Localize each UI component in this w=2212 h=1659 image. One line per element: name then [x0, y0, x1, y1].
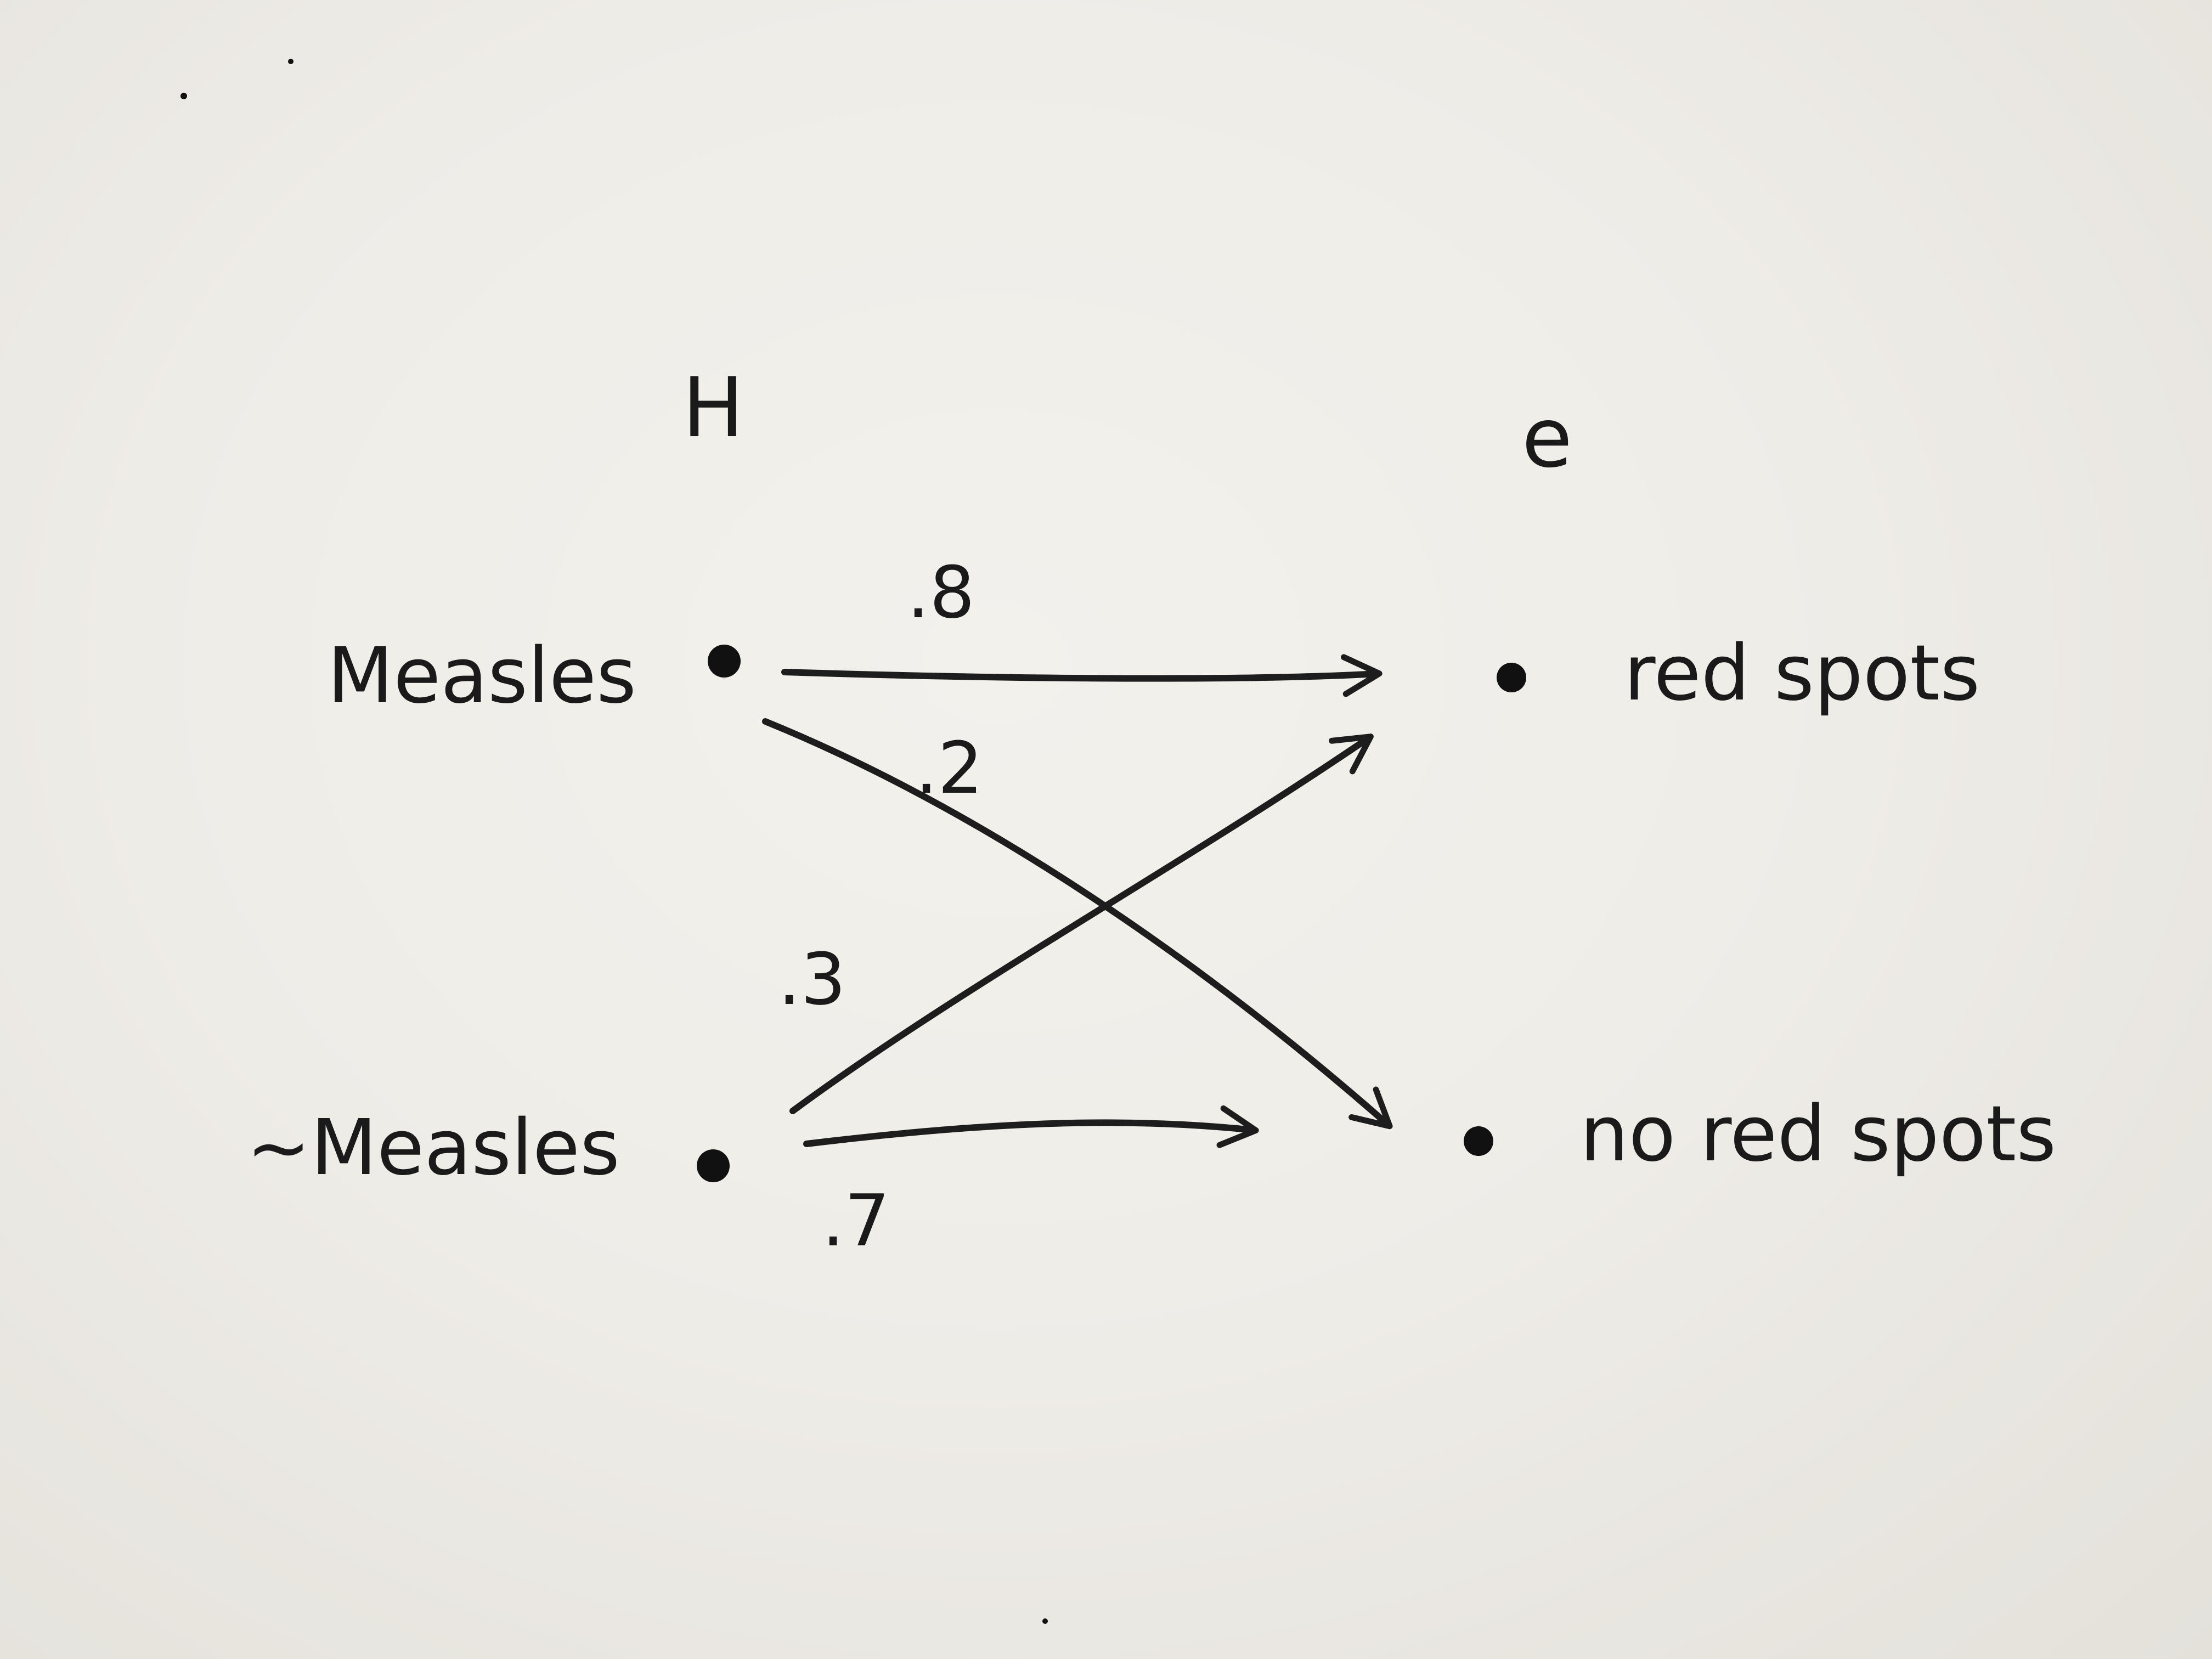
edge-label-not-measles-no-red-spots: .7 [822, 1179, 890, 1262]
evidence-column-header: e [1522, 391, 1572, 486]
paper-speck [288, 59, 294, 64]
node-label-not-measles: ~Measles [246, 1103, 620, 1193]
edge-not-measles-to-red-spots [789, 733, 1374, 1114]
edge-measles-to-no-red-spots [762, 718, 1393, 1130]
edge-label-measles-red-spots: .8 [907, 551, 975, 634]
node-dot-red-spots [1497, 663, 1526, 692]
paper-speck [180, 93, 187, 99]
node-dot-measles [708, 645, 741, 678]
paper-speck [1042, 1618, 1048, 1624]
node-dot-not-measles [697, 1149, 730, 1182]
edge-label-measles-no-red-spots: .2 [915, 726, 983, 810]
node-label-measles: Measles [327, 631, 636, 721]
node-label-red-spots: red spots [1624, 629, 1980, 718]
hypothesis-column-header: H [682, 360, 744, 456]
node-label-no-red-spots: no red spots [1580, 1090, 2056, 1179]
node-dot-no-red-spots [1464, 1126, 1493, 1156]
edge-measles-to-red-spots [781, 654, 1383, 697]
edge-not-measles-to-no-red-spots [803, 1105, 1259, 1148]
edge-label-not-measles-red-spots: .3 [778, 938, 846, 1021]
